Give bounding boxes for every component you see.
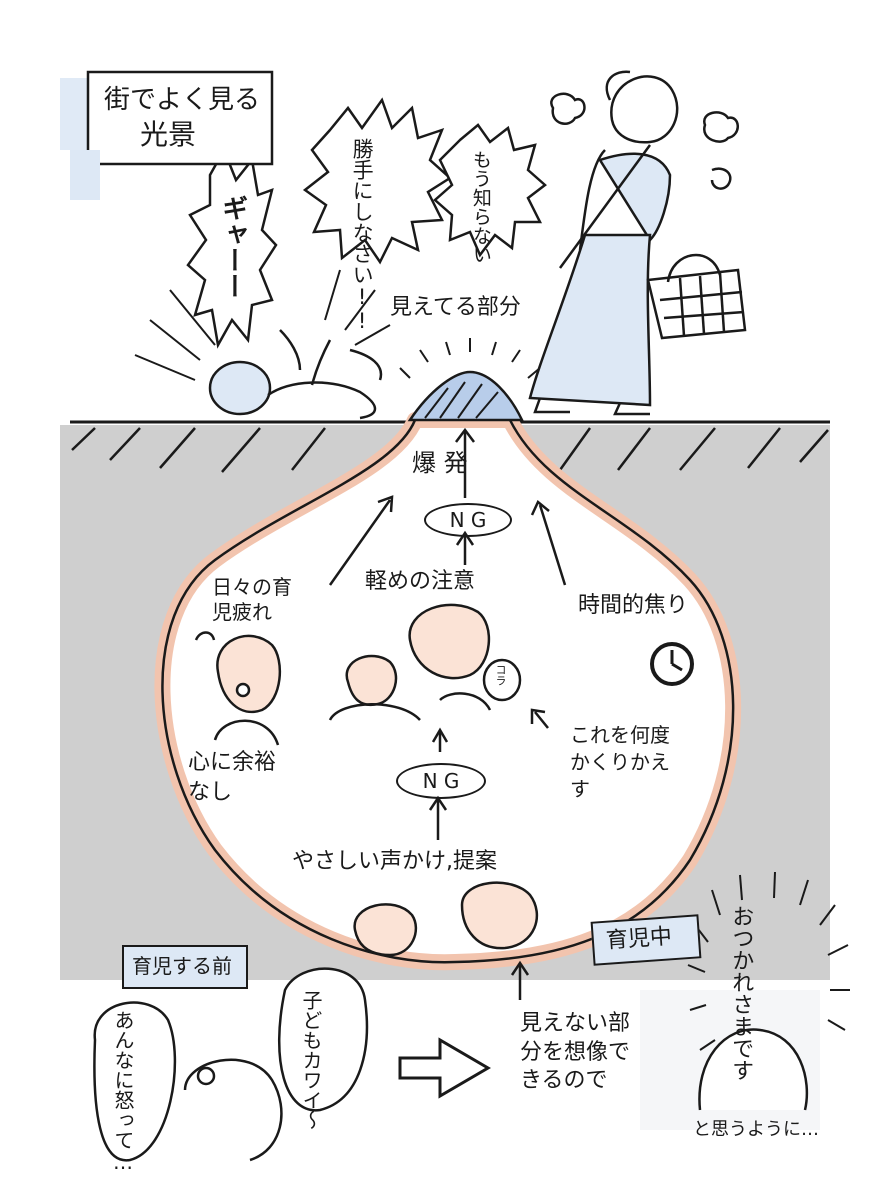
scream-lines (134, 269, 391, 381)
ground-hatching (71, 427, 829, 473)
mutter-text: もう知らない (469, 150, 492, 264)
arrow-right-icon (398, 1037, 491, 1099)
walking-mother-figure (528, 70, 679, 416)
iceberg-tip (407, 370, 524, 422)
think-so-text: と思うように… (693, 1119, 819, 1140)
koru-text: コラ (494, 664, 508, 686)
steam-puffs (550, 92, 739, 190)
tired-mother-figure (698, 1028, 809, 1111)
title-box (86, 70, 274, 166)
title-line-2: 光景 (140, 118, 197, 151)
tip-emphasis-lines (399, 338, 541, 379)
fatigue-label: 日々の育児疲れ (212, 575, 292, 624)
gentle-scene-figures (353, 881, 539, 957)
light-warning-label: 軽めの注意 (365, 569, 476, 594)
tired-text: おつかれさまです (728, 905, 754, 1081)
time-pressure-label: 時間的焦り (578, 593, 689, 618)
title-line-1: 街でよく見る (104, 85, 261, 115)
before-bubbles (93, 967, 369, 1162)
ng-badge-mid: N G (396, 763, 486, 799)
before-parenting-tag: 育児する前 (122, 945, 248, 989)
imagine-text: 見えない部分を想像できるので (520, 1011, 631, 1094)
cute-text: 子どもカワイ〜 (299, 990, 323, 1130)
during-parenting-tag: 育児中 (590, 914, 702, 966)
repeat-label: これを何度かくりかえす (570, 723, 670, 801)
explosion-label: 爆 発 (412, 449, 468, 477)
crying-child-figure (208, 329, 383, 420)
clock-icon (650, 642, 694, 686)
ng-badge-top: N G (424, 503, 512, 537)
no-room-label: 心に余裕なし (188, 750, 277, 805)
ng-mid-text: N G (422, 769, 460, 793)
shopping-basket-icon (646, 253, 747, 340)
during-parenting-text: 育児中 (605, 924, 673, 954)
before-thought-text: あんなに怒って… (111, 1010, 135, 1174)
tired-parent-figure (194, 631, 282, 746)
scream-bubble (186, 147, 278, 349)
before-parenting-text: 育児する前 (132, 954, 232, 978)
visible-part-label: 見えてる部分 (390, 295, 521, 320)
shout-text: 勝手にしなさい!! (350, 138, 375, 333)
flow-arrows (328, 427, 567, 1000)
scream-text: ギャーー (217, 195, 248, 299)
gentle-suggestion-label: やさしい声かけ,提案 (292, 849, 497, 874)
shout-bubble (302, 97, 453, 265)
mutter-bubble (433, 123, 547, 258)
tip-hatching (424, 381, 499, 419)
scolding-scene-figures (328, 603, 522, 721)
ng-top-text: N G (449, 508, 487, 532)
